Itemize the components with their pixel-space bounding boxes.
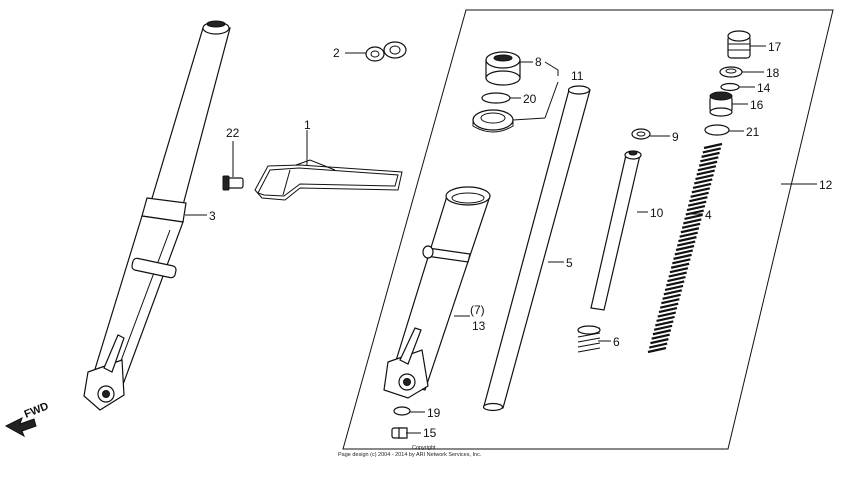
label-part-7: (7) xyxy=(470,303,485,317)
part-6-rebound-spring xyxy=(577,325,601,353)
spring-coils xyxy=(647,142,723,354)
label-part-15: 15 xyxy=(423,426,437,440)
label-part-9: 9 xyxy=(672,130,679,144)
part-14-o-ring xyxy=(720,82,740,92)
part-15-drain-bolt xyxy=(391,427,408,439)
label-part-14: 14 xyxy=(757,81,771,95)
label-part-20: 20 xyxy=(523,92,537,106)
part-22-bolt xyxy=(222,175,244,191)
part-number-labels: 1 2 3 4 5 6 (7) 8 9 10 11 12 13 14 15 16… xyxy=(209,40,833,440)
part-20-ring xyxy=(481,92,511,104)
label-part-2: 2 xyxy=(333,46,340,60)
fwd-arrow-icon: FWD xyxy=(4,400,51,438)
label-part-10: 10 xyxy=(650,206,664,220)
part-8-oil-seal xyxy=(485,51,521,86)
part-5-fork-tube xyxy=(482,85,591,412)
label-part-16: 16 xyxy=(750,98,764,112)
label-part-4: 4 xyxy=(705,208,712,222)
label-part-22: 22 xyxy=(226,126,240,140)
fwd-label: FWD xyxy=(23,400,51,421)
copyright-notice: Copyright Page design (c) 2004 - 2014 by… xyxy=(338,445,482,458)
label-part-18: 18 xyxy=(766,66,780,80)
part-13-slider xyxy=(383,186,491,399)
label-part-19: 19 xyxy=(427,406,441,420)
label-part-6: 6 xyxy=(613,335,620,349)
part-16-spacer xyxy=(709,91,733,117)
part-1-wire-clip xyxy=(254,159,403,201)
part-21-washer xyxy=(704,124,730,136)
part-10-damper-rod xyxy=(590,150,642,311)
part-9-ring xyxy=(631,128,651,140)
label-part-3: 3 xyxy=(209,209,216,223)
label-part-1: 1 xyxy=(304,118,311,132)
label-part-5: 5 xyxy=(566,256,573,270)
label-part-11: 11 xyxy=(571,69,584,83)
part-18-nut xyxy=(719,66,743,78)
leader-lines xyxy=(185,45,817,434)
part-2-rings xyxy=(365,41,407,62)
assembly-frame xyxy=(342,9,834,450)
label-part-13: 13 xyxy=(472,319,486,333)
label-part-17: 17 xyxy=(768,40,782,54)
label-part-21: 21 xyxy=(746,125,760,139)
left-fork-assembly xyxy=(83,20,231,411)
part-17-cap-bolt xyxy=(727,30,751,59)
label-part-8: 8 xyxy=(535,55,542,69)
part-4-fork-spring xyxy=(647,142,723,354)
part-11-seal xyxy=(472,109,514,133)
part-19-washer xyxy=(393,406,411,416)
label-part-12: 12 xyxy=(819,178,833,192)
copyright-line-1: Copyright xyxy=(412,445,436,451)
copyright-line-2: Page design (c) 2004 - 2014 by ARI Netwo… xyxy=(338,452,482,458)
